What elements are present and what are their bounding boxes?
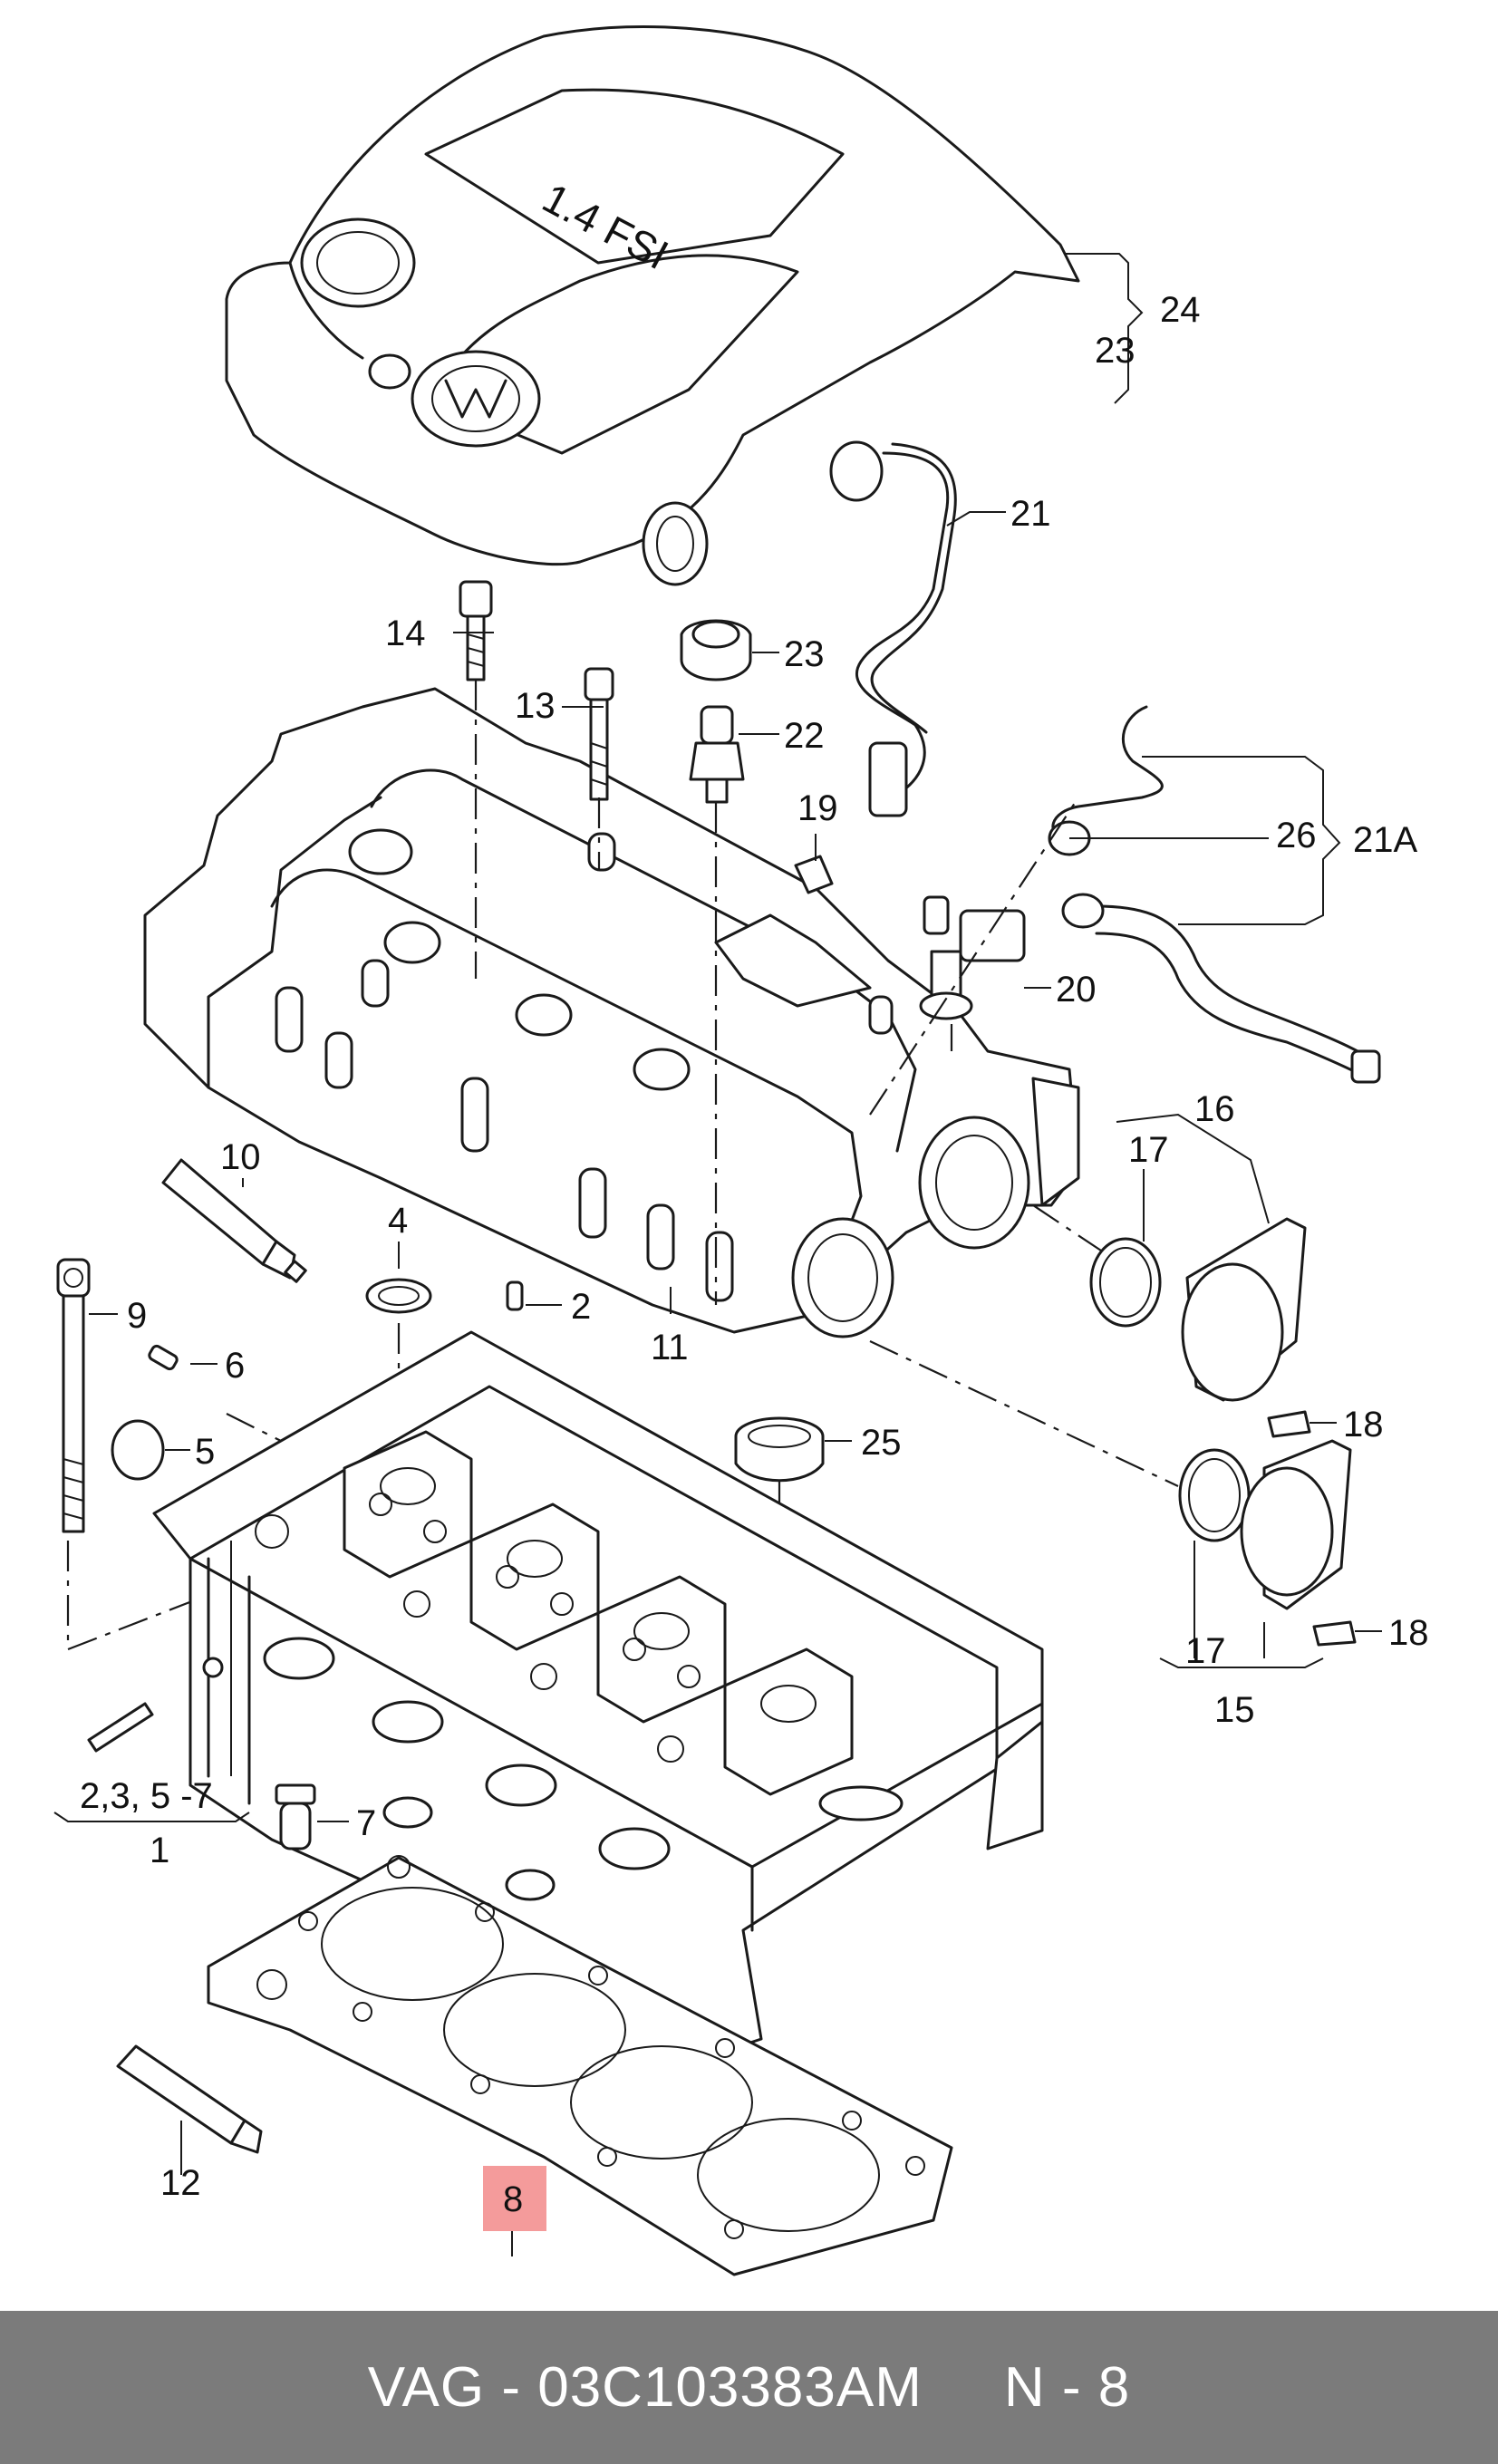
callout-8: 8 <box>503 2179 523 2219</box>
camshaft-housing <box>143 687 1080 1338</box>
callout-4: 4 <box>388 1201 408 1241</box>
callout-11: 11 <box>651 1328 689 1367</box>
callout-23-cover: 23 <box>1095 331 1136 371</box>
callout-19: 19 <box>797 788 838 828</box>
tube-12 <box>116 2044 263 2154</box>
sensor-20 <box>919 895 1026 1020</box>
plug-7 <box>275 1783 316 1850</box>
callout-21: 21 <box>1010 494 1051 534</box>
pin-2 <box>506 1280 524 1311</box>
cover-assembly-16 <box>1089 1113 1311 1438</box>
callout-17-lower: 17 <box>1185 1631 1226 1671</box>
cover-flange-19 <box>714 913 872 1008</box>
callout-2: 2 <box>571 1287 591 1327</box>
callout-25: 25 <box>861 1423 902 1463</box>
tube-10 <box>161 1158 307 1283</box>
callout-20: 20 <box>1056 970 1097 1010</box>
callout-7: 7 <box>356 1803 376 1843</box>
seal-19 <box>794 855 834 894</box>
callout-13: 13 <box>515 686 556 726</box>
callout-15: 15 <box>1214 1690 1255 1730</box>
position-label: N - 8 <box>1003 2356 1131 2419</box>
pin-6 <box>148 1344 179 1371</box>
callout-18-lower: 18 <box>1388 1613 1429 1653</box>
footer-bar: VAG - 03C103383AM N - 8 <box>0 2311 1498 2464</box>
exploded-parts-diagram: 1.4 FSI <box>53 25 1429 2276</box>
plug-5 <box>111 1419 165 1481</box>
callout-1: 1 <box>150 1831 169 1870</box>
callout-24: 24 <box>1160 290 1201 330</box>
vw-logo-icon <box>411 350 541 448</box>
callout-23-cap: 23 <box>784 634 825 674</box>
callout-16: 16 <box>1194 1089 1235 1129</box>
callout-18-upper: 18 <box>1343 1405 1384 1445</box>
part-number: VAG - 03C103383AM <box>367 2356 923 2419</box>
bolt-14 <box>459 580 493 681</box>
seal-4 <box>365 1278 432 1314</box>
sleeve-25 <box>734 1416 825 1483</box>
callout-6: 6 <box>225 1346 245 1386</box>
engine-cover: 1.4 FSI <box>225 25 1144 586</box>
cover-assembly-15 <box>1159 1439 1357 1668</box>
callout-12: 12 <box>160 2163 201 2203</box>
bolt-13 <box>584 667 614 801</box>
valve-22 <box>689 705 745 804</box>
callout-10: 10 <box>220 1137 261 1177</box>
cap-23 <box>680 619 752 681</box>
head-gasket <box>207 1855 953 2276</box>
callout-2-3-5-7: 2,3, 5 -7 <box>80 1776 213 1816</box>
bolt-9 <box>56 1258 91 1533</box>
callout-21A: 21A <box>1353 820 1417 860</box>
highlight-box-8 <box>483 2166 546 2231</box>
callout-22: 22 <box>784 716 825 756</box>
callout-9: 9 <box>127 1296 147 1336</box>
callout-leaders <box>53 511 1382 2256</box>
breather-hose <box>829 440 1381 1084</box>
callout-14: 14 <box>385 614 426 653</box>
callout-17-upper: 17 <box>1128 1130 1169 1170</box>
callout-5: 5 <box>195 1432 215 1472</box>
callout-26: 26 <box>1276 816 1317 855</box>
stud-2-3-5-7 <box>87 1702 154 1753</box>
